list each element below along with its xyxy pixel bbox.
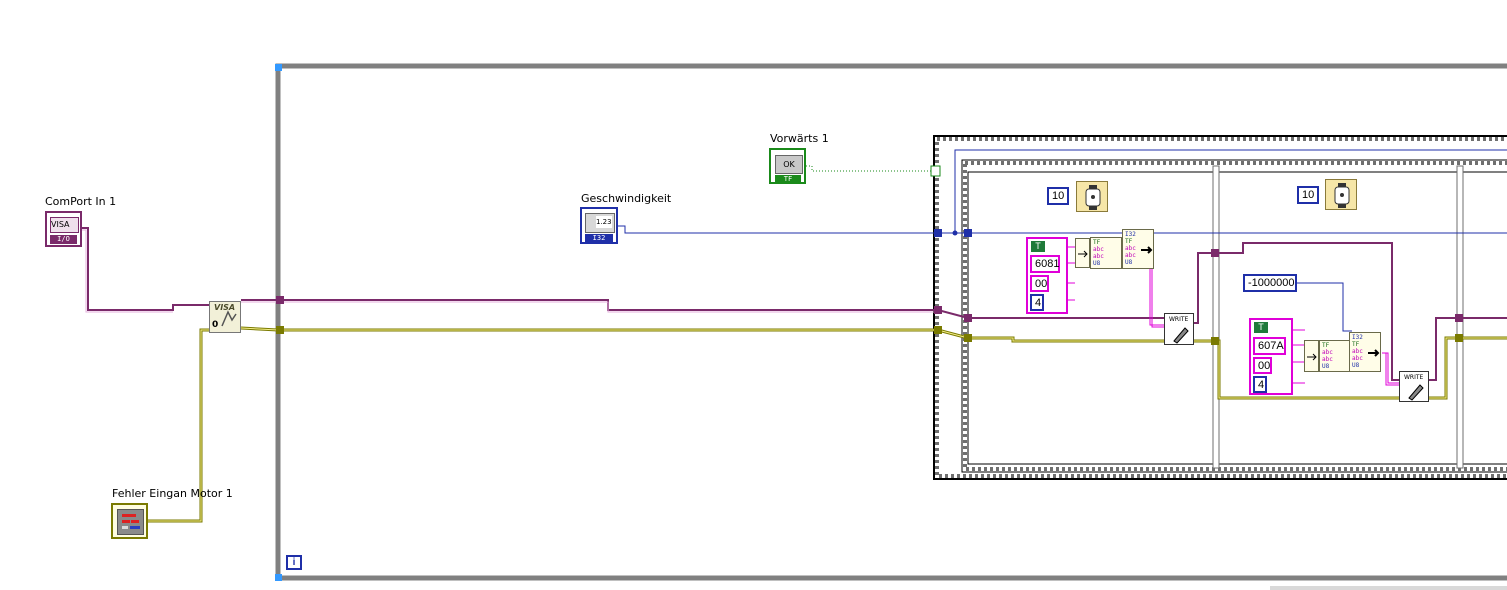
frame2-wait-ms-node[interactable] [1325, 179, 1357, 210]
frame2-write-label: WRITE [1404, 374, 1424, 381]
frame2-bundle-row-3: U8 [1322, 363, 1330, 370]
frame1-bundle-row-3: U8 [1093, 260, 1101, 267]
frame1-bundle-row-2: abc [1093, 253, 1104, 260]
visa-node-sub: 0 [212, 320, 219, 330]
frame2-array-item-2[interactable]: 4 [1253, 376, 1267, 393]
vorwaerts-terminal[interactable]: OK TF [769, 148, 806, 184]
ok-button-text: OK [775, 155, 803, 174]
frame1-out-row-1: TF [1125, 238, 1133, 245]
geschwindigkeit-terminal[interactable]: 1.23 I32 [580, 207, 618, 244]
frame1-array-index: T [1031, 241, 1045, 252]
frame1-bundle-row-1: abc [1093, 246, 1104, 253]
frame2-out-row-4: U8 [1352, 362, 1360, 369]
frame1-wait-constant[interactable]: 10 [1047, 187, 1069, 205]
numeric-wire [618, 149, 1507, 332]
frame2-out-row-1: TF [1352, 341, 1360, 348]
frame2-string-array[interactable]: T 607A 00 4 [1249, 318, 1293, 395]
frame1-array-item-0[interactable]: 6081 [1030, 255, 1060, 273]
loop-iteration-terminal: i [286, 555, 302, 570]
geschwindigkeit-label: Geschwindigkeit [581, 192, 672, 205]
frame2-wait-constant[interactable]: 10 [1297, 186, 1319, 204]
vorwaerts-label: Vorwärts 1 [770, 132, 829, 145]
frame1-out-row-3: abc [1125, 252, 1136, 259]
fehler-label: Fehler Eingan Motor 1 [112, 487, 233, 500]
frame1-arrow-node[interactable] [1075, 238, 1090, 268]
frame2-arrow-node[interactable] [1304, 340, 1319, 372]
while-loop-corner-bottom [275, 574, 282, 581]
frame2-bundle-row-2: abc [1322, 356, 1333, 363]
geschw-num-text: 1.23 [596, 216, 612, 228]
frame2-out-row-2: abc [1352, 348, 1363, 355]
frame2-bundle-node[interactable]: TF abc abc U8 [1319, 340, 1350, 372]
error-cluster-icon [117, 509, 144, 535]
visa-configure-node[interactable]: VISA 0 [209, 301, 241, 333]
frame2-out-row-0: I32 [1352, 334, 1363, 341]
frame1-out-row-0: I32 [1125, 231, 1136, 238]
frame2-array-item-1[interactable]: 00 [1253, 357, 1272, 374]
vorwaerts-type-text: TF [775, 175, 801, 183]
frame2-bundle-row-1: abc [1322, 349, 1333, 356]
comport-io-text: I/O [50, 235, 77, 244]
frame2-bundle-row-0: TF [1322, 342, 1330, 349]
frame1-bundle-node[interactable]: TF abc abc U8 [1090, 237, 1122, 269]
frame2-out-row-3: abc [1352, 355, 1363, 362]
frame1-array-item-1[interactable]: 00 [1030, 275, 1049, 292]
visa-node-text: VISA [214, 303, 236, 312]
comport-label: ComPort In 1 [45, 195, 117, 208]
frame2-visa-write-node[interactable]: WRITE [1399, 371, 1429, 402]
frame1-out-row-4: U8 [1125, 259, 1133, 266]
frame2-build-node[interactable]: I32 TF abc abc U8 [1349, 332, 1381, 372]
frame1-out-row-2: abc [1125, 245, 1136, 252]
iteration-label: i [292, 557, 296, 568]
frame1-array-item-2[interactable]: 4 [1030, 294, 1044, 311]
frame2-position-constant[interactable]: -1000000 [1243, 274, 1297, 292]
frame2-array-index: T [1254, 322, 1268, 333]
frame1-bundle-row-0: TF [1093, 239, 1101, 246]
frame1-visa-write-node[interactable]: WRITE [1164, 313, 1194, 345]
comport-visa-text: VISA [50, 217, 79, 233]
frame1-wait-ms-node[interactable] [1076, 181, 1108, 212]
frame1-write-label: WRITE [1169, 316, 1189, 323]
frame1-string-array[interactable]: T 6081 00 4 [1026, 237, 1068, 314]
geschw-type-text: I32 [585, 234, 613, 242]
comport-terminal[interactable]: VISA I/O [45, 211, 82, 247]
while-loop-frame [275, 63, 1507, 581]
frame1-build-node[interactable]: I32 TF abc abc U8 [1122, 229, 1154, 269]
while-loop-corner-top [275, 64, 282, 71]
fehler-terminal[interactable] [111, 503, 148, 539]
boolean-wire [806, 165, 934, 172]
frame2-array-item-0[interactable]: 607A [1253, 337, 1286, 355]
